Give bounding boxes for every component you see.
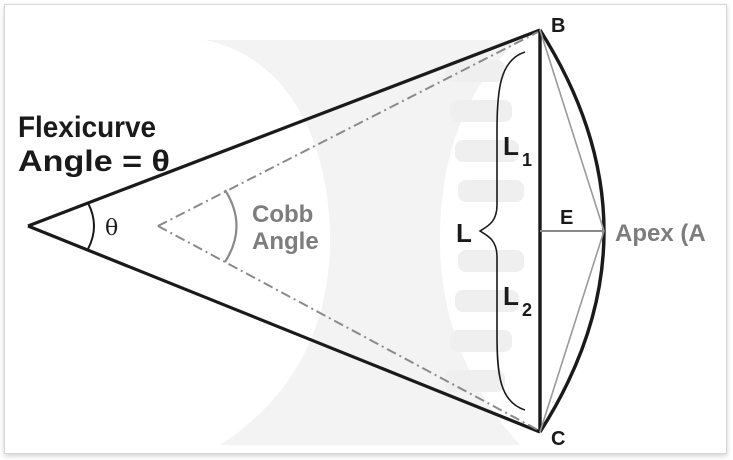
cobb-lower-line bbox=[157, 225, 539, 431]
lower-tangent-line bbox=[27, 224, 541, 434]
lower-segment-subscript: 2 bbox=[522, 300, 532, 320]
upper-tangent-line bbox=[27, 28, 541, 228]
upper-segment-subscript: 1 bbox=[522, 150, 532, 170]
cobb-label-line1: Cobb bbox=[252, 201, 313, 228]
chord-length-brace bbox=[478, 51, 526, 411]
cobb-upper-line bbox=[157, 31, 539, 227]
cobb-angle-arc bbox=[224, 189, 238, 263]
apex-label: Apex (A bbox=[615, 220, 706, 247]
chord-length-label: L bbox=[456, 218, 472, 248]
c-to-apex-line bbox=[539, 230, 605, 433]
point-c-label: C bbox=[551, 428, 565, 450]
theta-symbol: θ bbox=[105, 216, 118, 241]
flexicurve-label-line1: Flexicurve bbox=[18, 111, 156, 144]
b-to-apex-line bbox=[539, 29, 605, 232]
arc-depth-label: E bbox=[560, 207, 573, 229]
theta-arc bbox=[87, 202, 95, 250]
upper-segment-label: L bbox=[503, 131, 519, 161]
point-b-label: B bbox=[551, 15, 565, 37]
flexicurve-label-line2: Angle = θ bbox=[18, 145, 170, 178]
cobb-label-line2: Angle bbox=[252, 228, 319, 255]
lower-segment-label: L bbox=[503, 281, 519, 311]
spine-background bbox=[205, 40, 524, 445]
